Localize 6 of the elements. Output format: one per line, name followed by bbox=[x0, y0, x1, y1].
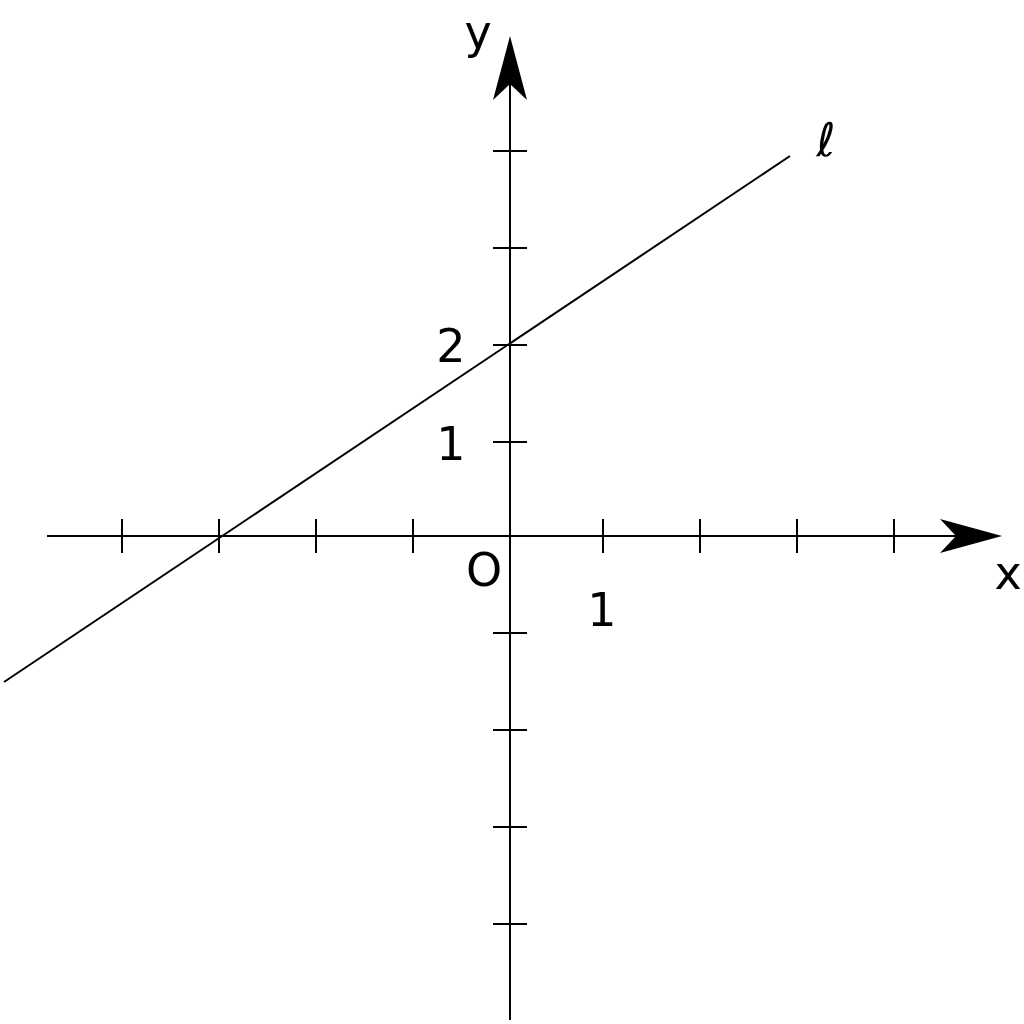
axis-label: x bbox=[994, 550, 1022, 596]
tick-label: 1 bbox=[436, 421, 466, 467]
tick-label: 2 bbox=[436, 323, 466, 369]
tick-label: 1 bbox=[587, 587, 617, 633]
line-label: ℓ bbox=[816, 117, 836, 163]
origin-label: O bbox=[465, 547, 503, 593]
